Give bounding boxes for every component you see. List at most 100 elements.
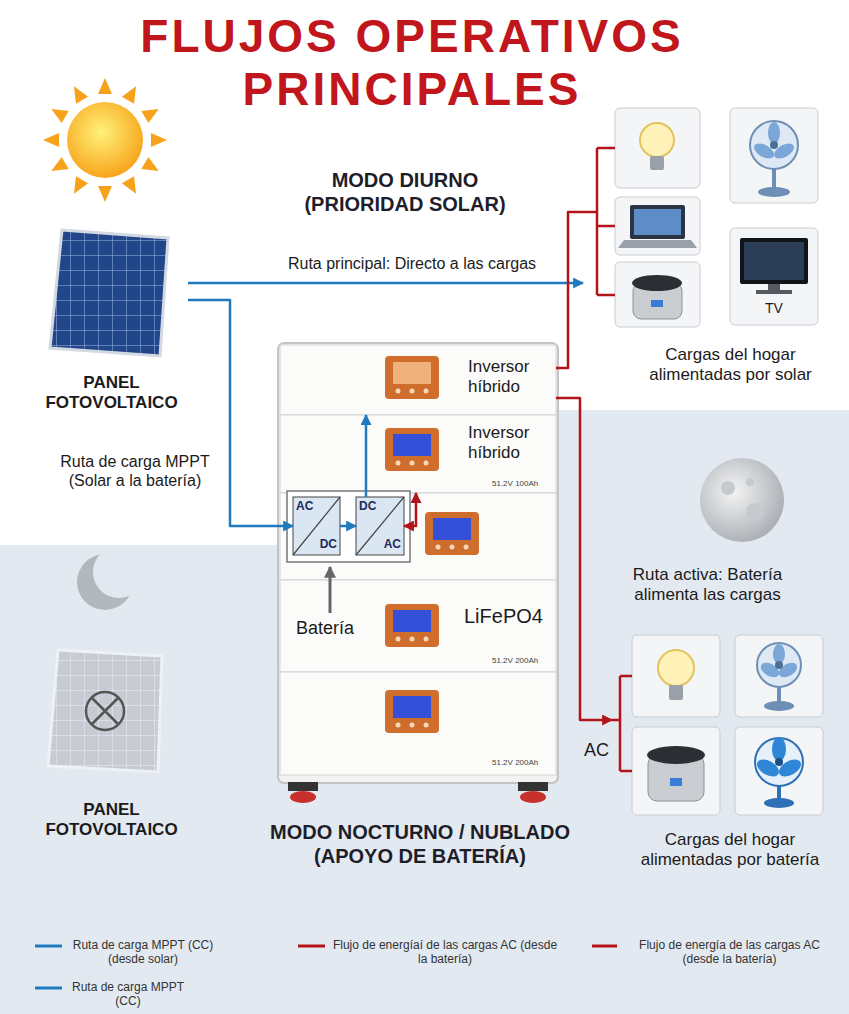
sun-icon <box>68 83 88 104</box>
load-icons-night <box>777 786 781 800</box>
inverter-displays <box>393 434 431 456</box>
inverter-displays <box>396 723 401 728</box>
inverter-displays <box>385 604 439 647</box>
solar-panel-day <box>50 230 168 356</box>
legend-line-sample <box>35 945 62 948</box>
solar-panel-night <box>92 698 118 724</box>
inverter-displays <box>396 389 401 394</box>
node-text: 51.2V 100Ah <box>492 479 552 489</box>
legend-text: Flujo de energíaí de las cargas AC (desd… <box>330 938 560 967</box>
flow-connector <box>365 415 368 497</box>
load-icons-day <box>615 262 700 327</box>
load-icons-day <box>650 156 664 170</box>
background <box>0 410 849 1014</box>
sun-icon <box>151 133 167 147</box>
inverter-displays <box>410 461 415 466</box>
inverter-displays <box>424 461 429 466</box>
flow-connector <box>340 525 356 528</box>
edge-label: Ruta principal: Directo a las cargas <box>262 254 562 273</box>
load-icons-night <box>764 701 794 711</box>
node-text: Cargas del hogar alimentadas por solar <box>623 345 838 386</box>
legend-text: Ruta de carga MPPT (CC) <box>68 980 188 1009</box>
inverter-displays <box>396 637 401 642</box>
sun-icon <box>141 103 162 123</box>
mode-heading: MODO NOCTURNO / NUBLADO (APOYO DE BATERÍ… <box>255 820 585 868</box>
load-icons-night <box>632 727 720 815</box>
sun-icon <box>98 78 112 94</box>
node-text: PANEL FOTOVOLTAICO <box>38 800 185 841</box>
inverter-displays <box>385 690 439 733</box>
full-moon <box>746 478 754 486</box>
sun-icon <box>122 83 142 104</box>
inverter-module: Inversor híbrido <box>280 345 556 415</box>
sun-icon <box>67 102 143 178</box>
sun-icon <box>43 78 167 202</box>
battery-cabinet <box>280 345 556 415</box>
sun-icon <box>98 186 112 202</box>
battery-cabinet <box>280 415 556 493</box>
legend-line-sample <box>592 945 617 948</box>
node-text: AC <box>296 499 326 513</box>
load-icons-night <box>647 746 705 764</box>
solar-panel-day <box>50 230 168 356</box>
edge-label: Ruta de carga MPPT (Solar a la batería) <box>45 452 225 490</box>
sun-icon <box>141 157 162 177</box>
load-icons-day <box>768 284 780 290</box>
solar-panel-night <box>48 650 162 772</box>
battery-cabinet <box>278 343 558 783</box>
load-icons-night <box>772 737 786 761</box>
node-text: 51.2V 200Ah <box>492 656 552 666</box>
inverter-displays <box>385 428 439 471</box>
inverter-displays <box>410 723 415 728</box>
load-icons-day <box>744 242 804 280</box>
node-text: DC <box>359 499 389 513</box>
load-icons-day <box>768 122 780 144</box>
flow-connector <box>404 493 416 526</box>
load-group: Cargas del hogar alimentadas por batería <box>612 630 845 888</box>
legend-text: Flujo de energía de las cargas AC (desde… <box>622 938 837 967</box>
inverter-displays <box>393 696 431 718</box>
node-text: LiFePO4 <box>464 604 554 628</box>
battery-cabinet <box>518 782 548 791</box>
inverter-displays <box>436 545 441 550</box>
load-icons-day <box>651 300 663 307</box>
converter-box: DC AC <box>356 497 404 555</box>
load-icons-day <box>756 290 792 294</box>
load-icons-day <box>730 108 818 203</box>
battery-pointer-arrow <box>330 567 331 613</box>
mode-heading: MODO DIURNO (PRIORIDAD SOLAR) <box>295 168 515 216</box>
battery-cabinet <box>278 343 558 803</box>
load-icons-night <box>757 643 801 687</box>
battery-module: 51.2V 200Ah <box>280 672 556 775</box>
load-icons-day <box>615 197 700 255</box>
load-icons-day <box>730 228 818 325</box>
node-text: AC <box>371 537 401 551</box>
battery-cabinet <box>280 580 556 672</box>
battery-module: LiFePO4 51.2V 200Ah <box>280 580 556 672</box>
converter-block <box>287 491 410 562</box>
tv-box: TV <box>730 228 821 325</box>
converter-block <box>293 497 340 555</box>
node-text: Inversor híbrido <box>468 423 552 464</box>
sun-icon <box>48 157 69 177</box>
solar-panel: PANEL FOTOVOLTAICO <box>38 225 188 420</box>
inverter-displays <box>424 723 429 728</box>
load-brackets <box>612 676 632 771</box>
legend-text: Ruta de carga MPPT (CC) (desde solar) <box>68 938 218 967</box>
converter-block <box>356 497 404 555</box>
converter-block <box>293 497 340 555</box>
flow-connector <box>188 282 583 285</box>
converter-box: ACDC <box>293 497 340 555</box>
load-icons-day <box>630 205 685 239</box>
inverter-displays <box>433 518 471 540</box>
battery-pointer-arrow <box>329 567 332 613</box>
solar-panel-night <box>48 650 162 772</box>
battery-cabinet <box>288 782 318 791</box>
battery-cabinet <box>280 672 556 775</box>
load-icons-night <box>775 758 783 766</box>
